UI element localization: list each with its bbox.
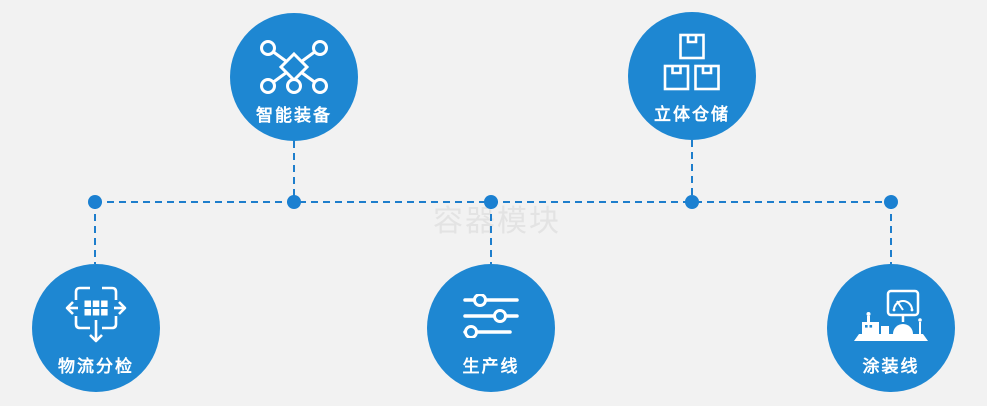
junction-dot — [685, 195, 699, 209]
node-label: 智能装备 — [256, 106, 332, 126]
node-label: 涂装线 — [862, 357, 920, 377]
node-logistics-sorting: 物流分检 — [32, 264, 160, 392]
machine-gauge-icon — [854, 289, 928, 341]
junction-dot — [884, 195, 898, 209]
node-label: 生产线 — [462, 357, 520, 377]
node-label: 物流分检 — [58, 357, 134, 377]
node-smart-equipment: 智能装备 — [230, 13, 358, 141]
stacked-boxes-icon — [663, 33, 720, 91]
sorting-distribution-icon — [65, 286, 127, 343]
node-warehouse: 立体仓储 — [628, 12, 756, 140]
node-label: 立体仓储 — [654, 105, 730, 125]
junction-dot — [88, 195, 102, 209]
junction-dot — [484, 195, 498, 209]
sliders-icon — [463, 294, 519, 338]
node-painting-line: 涂装线 — [827, 264, 955, 392]
junction-dot — [287, 195, 301, 209]
network-nodes-icon — [260, 40, 328, 94]
watermark-text: 容器模块 — [433, 204, 561, 239]
node-production-line: 生产线 — [427, 264, 555, 392]
